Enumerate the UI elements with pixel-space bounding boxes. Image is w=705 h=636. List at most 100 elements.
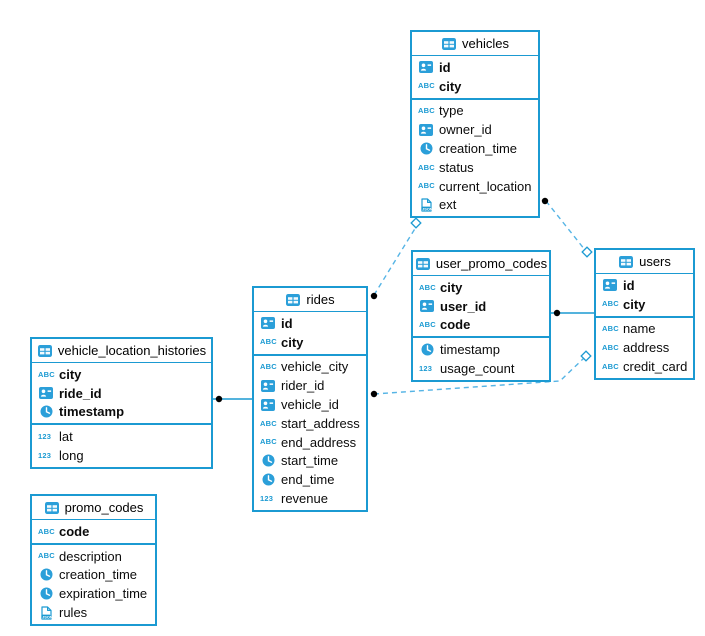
table-grid-icon <box>618 255 634 268</box>
field-name: long <box>59 448 84 464</box>
field-row-creation_time[interactable]: creation_time <box>412 139 538 158</box>
abc-type-icon: ABC <box>602 343 619 353</box>
table-grid-icon <box>37 344 53 357</box>
table-grid-icon <box>44 501 60 514</box>
abc-type-icon: ABC <box>419 282 436 292</box>
field-row-id[interactable]: id <box>254 314 366 333</box>
field-row-vehicle_city[interactable]: ABC vehicle_city <box>254 358 366 377</box>
table-grid-icon <box>285 293 301 306</box>
relationship-rides-vehicles[interactable] <box>370 217 422 300</box>
person-badge-icon <box>602 279 618 292</box>
field-row-owner_id[interactable]: owner_id <box>412 120 538 139</box>
field-row-ride_id[interactable]: ride_id <box>32 384 211 403</box>
field-row-timestamp[interactable]: timestamp <box>32 403 211 422</box>
relationship-line[interactable] <box>373 226 417 296</box>
field-name: vehicle_city <box>281 359 349 375</box>
field-name: city <box>623 296 646 312</box>
field-row-start_time[interactable]: start_time <box>254 452 366 471</box>
table-header[interactable]: user_promo_codes <box>413 252 549 276</box>
relationship-rides-users[interactable] <box>370 350 592 398</box>
field-row-current_location[interactable]: ABC current_location <box>412 177 538 196</box>
field-row-id[interactable]: id <box>596 276 693 295</box>
field-row-expiration_time[interactable]: expiration_time <box>32 584 155 603</box>
json-doc-icon: JSON <box>38 605 54 620</box>
field-row-rules[interactable]: JSON rules <box>32 603 155 622</box>
clock-icon <box>38 405 54 418</box>
field-name: owner_id <box>439 122 492 138</box>
field-row-end_time[interactable]: end_time <box>254 470 366 489</box>
table-name: vehicle_location_histories <box>57 343 207 358</box>
relationship-vehicle_location_histories-rides[interactable] <box>213 395 252 403</box>
relationship-line[interactable] <box>373 357 585 395</box>
field-row-city[interactable]: ABC city <box>596 295 693 314</box>
field-row-code[interactable]: ABC code <box>32 522 155 541</box>
table-header[interactable]: users <box>596 250 693 274</box>
field-name: vehicle_id <box>281 397 339 413</box>
field-name: ride_id <box>59 385 102 401</box>
field-row-rider_id[interactable]: rider_id <box>254 376 366 395</box>
relationship-line[interactable] <box>545 200 586 251</box>
relationship-vehicles-users[interactable] <box>541 197 593 258</box>
abc-type-icon: ABC <box>602 299 619 309</box>
field-name: creation_time <box>59 567 138 583</box>
person-badge-icon <box>260 398 276 411</box>
abc-type-icon: ABC <box>38 526 55 536</box>
relationship-user_promo_codes-users[interactable] <box>551 309 594 317</box>
abc-type-icon: ABC <box>418 181 435 191</box>
field-name: timestamp <box>440 342 500 358</box>
field-name: start_time <box>281 453 339 469</box>
field-row-address[interactable]: ABC address <box>596 338 693 357</box>
person-badge-icon <box>260 317 276 330</box>
abc-type-icon: ABC <box>602 324 619 334</box>
field-name: address <box>623 340 670 356</box>
clock-icon <box>418 142 434 155</box>
abc-type-icon: ABC <box>260 362 277 372</box>
table-header[interactable]: vehicles <box>412 32 538 56</box>
person-badge-icon <box>38 387 54 400</box>
field-name: ext <box>439 197 457 213</box>
relationship-diamond-marker <box>410 217 422 229</box>
table-header[interactable]: vehicle_location_histories <box>32 339 211 363</box>
field-row-timestamp[interactable]: timestamp <box>413 340 549 359</box>
clock-icon <box>260 473 276 486</box>
field-name: status <box>439 159 474 175</box>
person-badge-icon <box>419 300 435 313</box>
field-name: creation_time <box>439 141 518 157</box>
field-row-id[interactable]: id <box>412 58 538 77</box>
field-name: code <box>59 523 90 539</box>
field-row-creation_time[interactable]: creation_time <box>32 566 155 585</box>
field-name: current_location <box>439 178 532 194</box>
table-grid-icon <box>415 257 431 270</box>
field-row-vehicle_id[interactable]: vehicle_id <box>254 395 366 414</box>
table-header[interactable]: promo_codes <box>32 496 155 520</box>
table-header[interactable]: rides <box>254 288 366 312</box>
field-row-user_id[interactable]: user_id <box>413 297 549 316</box>
field-row-ext[interactable]: JSON ext <box>412 196 538 215</box>
